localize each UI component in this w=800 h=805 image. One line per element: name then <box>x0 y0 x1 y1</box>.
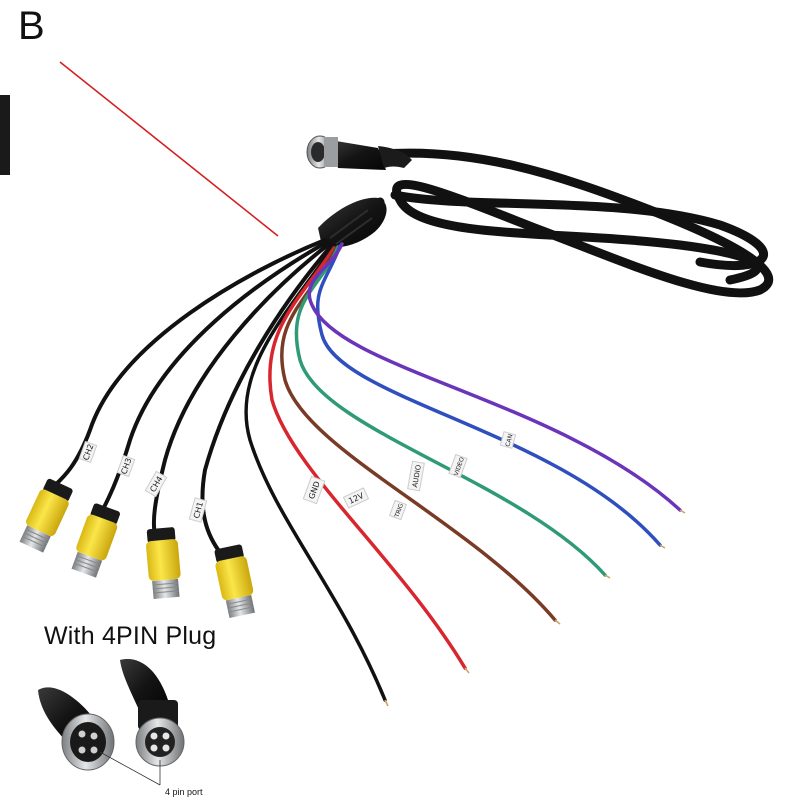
camera-connector-4 <box>214 544 255 619</box>
variant-letter: B <box>18 4 45 48</box>
tag-audio-text: AUDIO <box>411 464 423 488</box>
tag-gnd: GND <box>302 475 326 505</box>
din-connector <box>306 135 412 170</box>
tag-ch1-text: CH1 <box>192 501 205 519</box>
wire-bundle <box>48 238 682 702</box>
tag-ch3: CH3 <box>116 454 136 478</box>
camera-connector-3 <box>146 527 181 600</box>
tag-ch2: CH2 <box>78 440 98 464</box>
camera-connector-2 <box>71 503 120 578</box>
bare-wire-tips <box>384 509 686 707</box>
main-cable <box>340 148 774 298</box>
breakout-hub <box>318 197 387 248</box>
tag-trigger: TRIG <box>388 499 408 521</box>
tag-can-text: CAN <box>504 433 514 447</box>
tag-trigger-text: TRIG <box>393 502 405 519</box>
port-label: 4 pin port <box>165 787 203 797</box>
camera-connector-1 <box>19 478 73 553</box>
indicator-line <box>59 61 279 237</box>
edge-shadow <box>0 95 10 175</box>
tag-video: VIDEO <box>448 453 468 479</box>
tag-power: 12V <box>342 487 370 509</box>
plug-closeup <box>38 659 185 786</box>
wire-tags: CH2 CH3 CH4 CH1 GND 12V TRIG AUDIO <box>78 431 517 523</box>
tag-can: CAN <box>499 431 517 449</box>
tag-audio: AUDIO <box>407 460 425 492</box>
tag-ch4: CH4 <box>144 470 168 498</box>
tag-ch1: CH1 <box>188 497 208 523</box>
plug-caption: With 4PIN Plug <box>44 622 217 650</box>
